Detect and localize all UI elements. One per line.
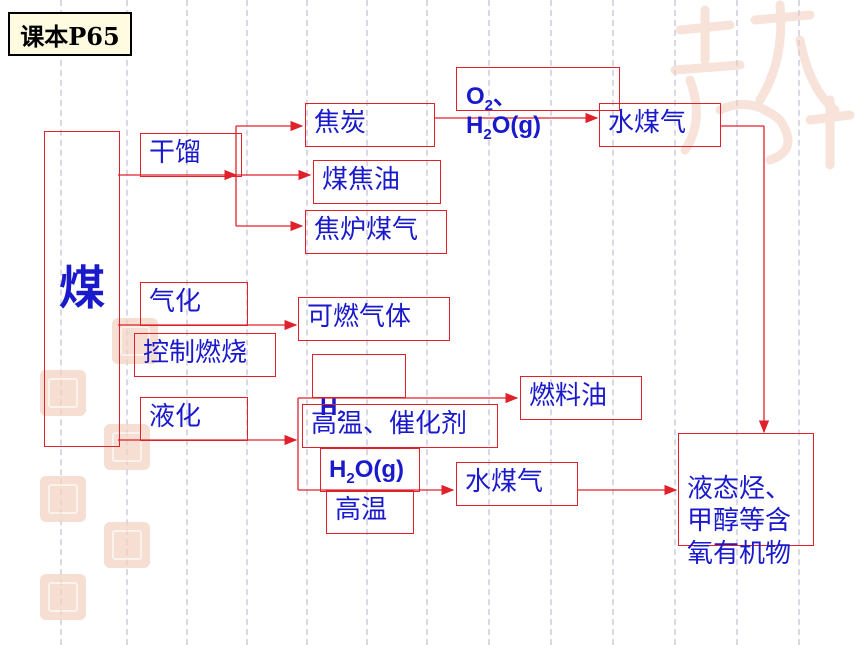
decorative-seal-5 <box>104 522 150 568</box>
product-coal-tar: 煤焦油 <box>313 160 441 204</box>
branch-liquefaction-label: 液化 <box>149 402 202 432</box>
decorative-seal-4 <box>40 476 86 522</box>
catalyst-condition-label: 高温、催化剂 <box>311 409 468 439</box>
top-reagent-box <box>456 67 620 111</box>
final-products-box: 液态烃、 甲醇等含 氧有机物 <box>678 433 814 569</box>
decorative-seal-6 <box>40 574 86 620</box>
catalyst-condition-box: 高温、催化剂 <box>302 404 498 448</box>
branch-gasification: 气化 <box>140 282 248 326</box>
product-coke-label: 焦炭 <box>314 108 367 138</box>
bottom-reagent-box <box>320 448 420 492</box>
high-temp-box: 高温 <box>326 490 414 534</box>
branch-liquefaction: 液化 <box>140 397 248 441</box>
product-water-gas-bottom-label: 水煤气 <box>465 467 544 497</box>
branch-dry-distillation: 干馏 <box>140 133 242 177</box>
h2-overlap-formula: H2 <box>320 394 346 425</box>
product-combustible-gas-label: 可燃气体 <box>307 302 412 332</box>
product-fuel-oil-label: 燃料油 <box>529 381 608 411</box>
product-fuel-oil: 燃料油 <box>520 376 642 420</box>
bottom-reagent-h2o: H2O(g) <box>329 456 404 487</box>
final-products-label: 液态烃、 甲醇等含 氧有机物 <box>687 473 792 569</box>
textbook-page-label: 课本P65 <box>8 12 132 56</box>
high-temp-label: 高温 <box>335 495 388 525</box>
product-coal-tar-label: 煤焦油 <box>322 165 401 195</box>
h2-condition-empty-box <box>312 354 406 398</box>
root-coal-label: 煤 <box>59 261 105 316</box>
product-coke-oven-gas-label: 焦炉煤气 <box>314 215 419 245</box>
decorative-seal-2 <box>40 370 86 416</box>
watermark-seal-graphic <box>670 0 855 170</box>
product-water-gas-top: 水煤气 <box>599 103 721 147</box>
top-reagent-h2o: H2O(g) <box>466 112 541 143</box>
branch-controlled-combustion-label: 控制燃烧 <box>143 338 248 368</box>
product-coke-oven-gas: 焦炉煤气 <box>305 210 447 254</box>
decorative-seal-3 <box>104 424 150 470</box>
product-water-gas-bottom: 水煤气 <box>456 462 578 506</box>
product-water-gas-top-label: 水煤气 <box>608 108 687 138</box>
branch-gasification-label: 气化 <box>149 287 202 317</box>
product-combustible-gas: 可燃气体 <box>298 297 450 341</box>
top-reagent-o2: O2、 <box>466 83 518 114</box>
product-coke: 焦炭 <box>305 103 435 147</box>
branch-dry-distillation-label: 干馏 <box>149 138 202 168</box>
root-coal-box: 煤 <box>44 131 120 447</box>
branch-controlled-combustion: 控制燃烧 <box>134 333 276 377</box>
